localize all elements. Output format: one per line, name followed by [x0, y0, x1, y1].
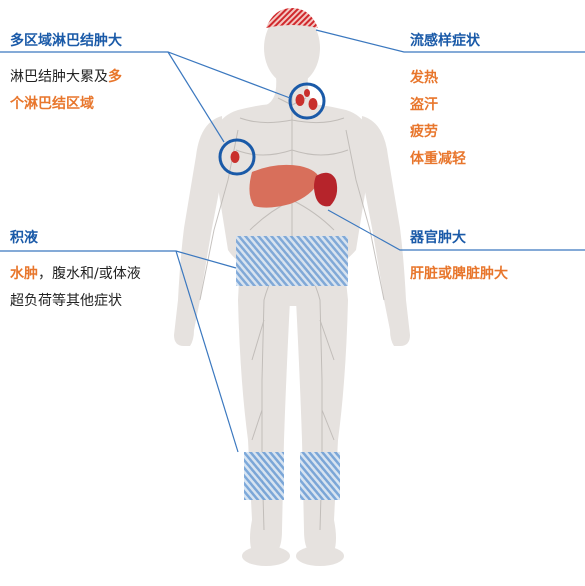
- liver-icon: [249, 164, 320, 208]
- organ-title: 器官肿大: [410, 230, 466, 246]
- fluid-ankle-right-hatch: [300, 452, 340, 500]
- lymph-desc-line1: 淋巴结肿大累及多: [10, 70, 122, 84]
- fluid-desc-line2: 超负荷等其他症状: [10, 293, 122, 309]
- lymph-desc-plain: 淋巴结肿大累及: [10, 69, 108, 85]
- lymph-title: 多区域淋巴结肿大: [10, 33, 122, 49]
- fluid-title: 积液: [10, 230, 38, 246]
- callout-lines: [0, 29, 585, 453]
- fluid-ankle-left-hatch: [244, 452, 284, 500]
- fluid-abdomen-hatch: [236, 236, 348, 286]
- flu-item: 疲劳: [410, 124, 438, 140]
- flu-item: 体重减轻: [410, 151, 466, 167]
- fluid-desc-plain: ，腹水和/或体液: [38, 266, 141, 282]
- fluid-desc-accent: 水肿: [10, 266, 38, 282]
- lymph-node-circle: [218, 138, 256, 176]
- fluid-desc-line1: 水肿，腹水和/或体液: [10, 267, 141, 281]
- lymph-node-circle: [288, 82, 326, 120]
- flu-item: 发热: [410, 70, 438, 86]
- spleen-icon: [314, 172, 338, 207]
- fever-hatch: [266, 8, 318, 28]
- lymph-desc-accent: 多: [108, 69, 122, 85]
- flu-item: 盗汗: [410, 97, 438, 113]
- flu-title: 流感样症状: [410, 33, 480, 49]
- lymph-desc-line2: 个淋巴结区域: [10, 96, 94, 112]
- organ-detail: 肝脏或脾脏肿大: [410, 266, 508, 282]
